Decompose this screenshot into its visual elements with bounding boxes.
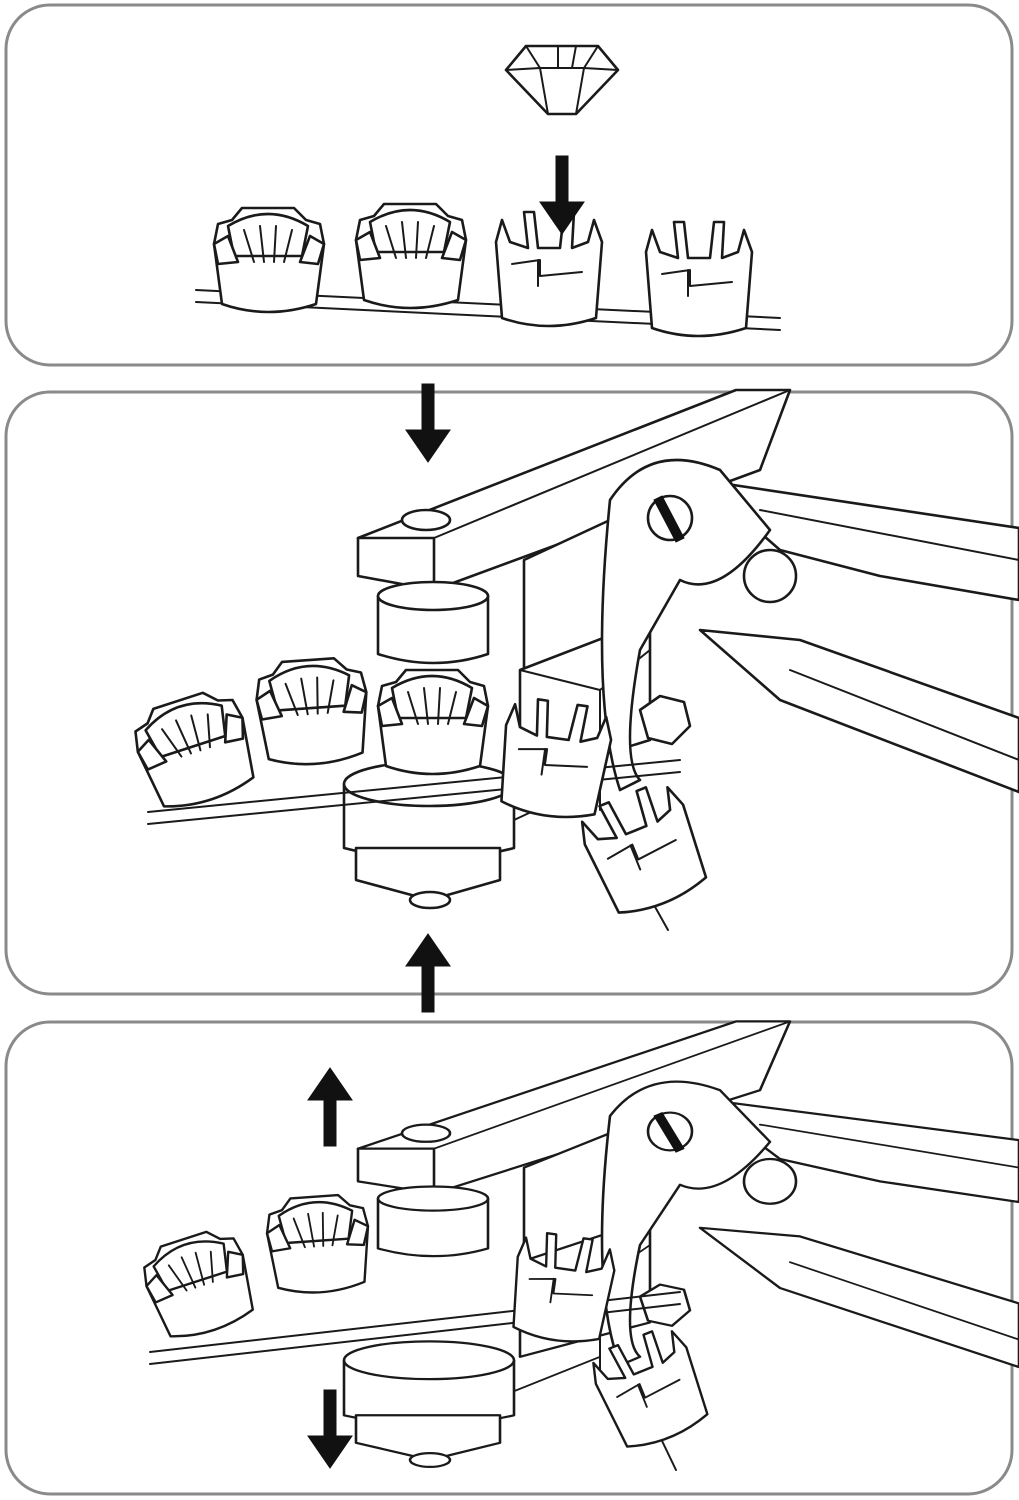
panel-step-3: [4, 1020, 1019, 1496]
filled-cup-2: [354, 202, 468, 310]
panel-step-2: [4, 383, 1019, 1013]
cup-in-press: [376, 668, 490, 776]
panel-step-1: [4, 3, 1014, 367]
filled-cup-1: [212, 206, 326, 314]
